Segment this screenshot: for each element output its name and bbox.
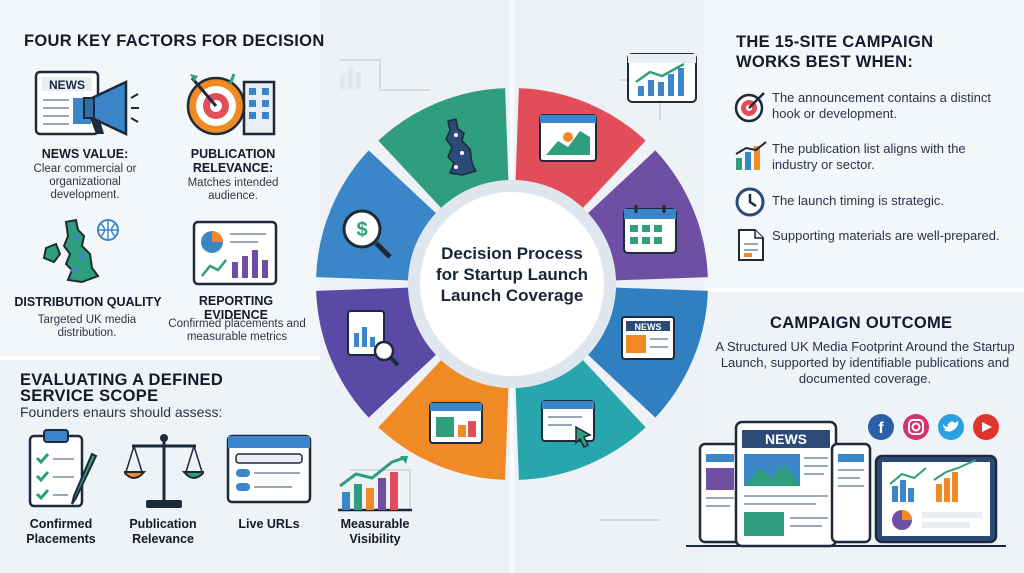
browser-chart-icon bbox=[429, 402, 483, 444]
browser-analytics-icon bbox=[539, 114, 597, 162]
scope-subtitle: Founders enaurs should assess: bbox=[20, 404, 223, 420]
twitter-icon bbox=[938, 414, 964, 440]
outcome-news-badge: NEWS bbox=[765, 431, 807, 447]
conditions-title: THE 15-SITE CAMPAIGN WORKS BEST WHEN: bbox=[736, 33, 934, 71]
uk-network-map-icon bbox=[445, 118, 478, 176]
instagram-icon bbox=[903, 414, 929, 440]
report-magnifier-icon bbox=[347, 310, 400, 367]
wheel-news-text: NEWS bbox=[635, 322, 662, 332]
target-building-icon bbox=[186, 73, 276, 136]
factor-publication-relevance-desc: Matches intended audience. bbox=[187, 177, 279, 202]
scope-publication-relevance-label: Publication Relevance bbox=[129, 517, 197, 546]
decision-wheel: $ NEWS bbox=[316, 88, 708, 480]
factor-news-value-desc: Clear commercial or organizational devel… bbox=[33, 163, 137, 201]
condition-hook: The announcement contains a distinct hoo… bbox=[772, 90, 991, 121]
browser-cursor-icon bbox=[541, 400, 595, 449]
wheel-segment-2 bbox=[378, 88, 509, 208]
target-icon bbox=[734, 92, 765, 123]
scope-title: EVALUATING A DEFINED SERVICE SCOPE bbox=[20, 371, 224, 405]
news-badge-text: NEWS bbox=[49, 78, 85, 92]
scope-confirmed-placements-label: Confirmed Placements bbox=[26, 517, 96, 546]
outcome-title: CAMPAIGN OUTCOME bbox=[770, 314, 953, 332]
condition-timing: The launch timing is strategic. bbox=[772, 193, 944, 208]
social-icons: f bbox=[868, 414, 999, 440]
youtube-icon bbox=[973, 414, 999, 440]
balance-scale-icon bbox=[124, 434, 204, 508]
factor-reporting-evidence-desc: Confirmed placements and measurable metr… bbox=[168, 318, 306, 343]
scope-live-urls-label: Live URLs bbox=[238, 517, 300, 531]
analytics-card-icon bbox=[627, 53, 697, 103]
condition-materials: Supporting materials are well-prepared. bbox=[772, 228, 1000, 243]
growth-chart-icon bbox=[338, 456, 412, 512]
outcome-text: A Structured UK Media Footprint Around t… bbox=[715, 339, 1015, 386]
factor-distribution-quality-title: DISTRIBUTION QUALITY bbox=[14, 295, 162, 309]
calendar-icon bbox=[623, 205, 677, 254]
condition-alignment: The publication list aligns with the ind… bbox=[772, 141, 966, 172]
svg-text:f: f bbox=[878, 420, 884, 437]
dollar-magnifier-icon: $ bbox=[342, 209, 392, 259]
checklist-clipboard-icon bbox=[28, 429, 98, 508]
uk-map-icon bbox=[42, 218, 119, 284]
scope-measurable-visibility-label: Measurable Visibility bbox=[340, 517, 410, 546]
factor-distribution-quality-desc: Targeted UK media distribution. bbox=[37, 314, 137, 339]
facebook-icon: f bbox=[868, 414, 894, 440]
clock-icon bbox=[735, 187, 765, 217]
dashboard-report-icon bbox=[192, 220, 278, 286]
factors-panel bbox=[0, 0, 320, 356]
media-devices-illustration: NEWS bbox=[686, 420, 1006, 548]
wheel-segment-1 bbox=[316, 150, 436, 281]
factor-news-value-title: NEWS VALUE: bbox=[41, 147, 129, 161]
wheel-center-disc bbox=[420, 192, 604, 376]
bar-chart-icon bbox=[735, 141, 767, 170]
svg-text:$: $ bbox=[356, 219, 367, 241]
browser-links-icon bbox=[226, 434, 312, 504]
newspaper-megaphone-icon: NEWS bbox=[34, 70, 139, 136]
news-web-icon: NEWS bbox=[621, 316, 675, 360]
factors-title: FOUR KEY FACTORS FOR DECISION bbox=[24, 32, 325, 50]
left-divider bbox=[0, 356, 320, 360]
document-icon bbox=[738, 229, 764, 261]
wheel-center-text: Decision Process for Startup Launch Laun… bbox=[435, 244, 589, 305]
right-divider bbox=[704, 288, 1024, 292]
factor-publication-relevance-title: PUBLICATION RELEVANCE: bbox=[190, 147, 276, 175]
factor-reporting-evidence-title: REPORTING EVIDENCE bbox=[198, 294, 274, 322]
